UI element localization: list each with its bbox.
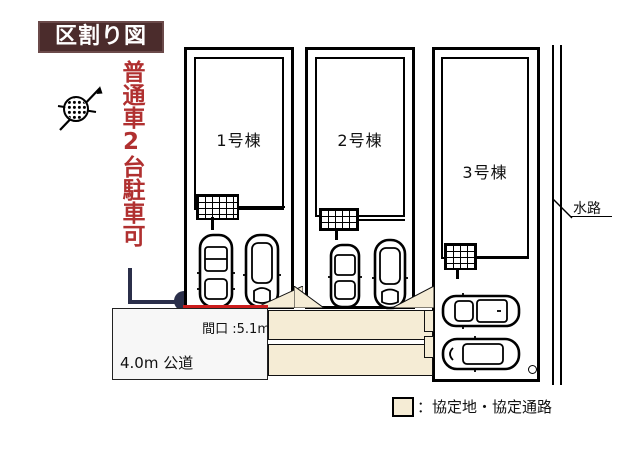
waterway-edge-left <box>552 45 554 385</box>
plot-2-terrace-stem <box>335 229 338 240</box>
waterway-label: 水路 <box>573 201 601 217</box>
parking-note-leader-vertical <box>128 268 132 304</box>
agreement-land-band-upper <box>268 310 433 340</box>
plot-1-terrace-grid <box>196 194 239 220</box>
plot-3-corner-marker <box>528 365 537 374</box>
waterway-label-underline <box>570 216 612 217</box>
plot-3-terrace-stem <box>456 268 459 279</box>
legend-swatch-agreement-land <box>392 396 414 417</box>
plot-1-house-footprint <box>194 57 284 210</box>
waterway-edge-right <box>560 45 562 385</box>
plot-1-car-left-icon <box>197 233 235 314</box>
plot-3-terrace-grid <box>444 243 477 270</box>
agreement-wedge-2 <box>293 285 326 313</box>
legend: ：協定地・協定通路 <box>392 396 552 417</box>
page-title-label: 区割り図 <box>54 24 147 49</box>
parking-note-leader-horizontal <box>128 300 184 304</box>
legend-label: ：協定地・協定通路 <box>417 398 553 416</box>
waterway-leader-line <box>551 197 574 225</box>
plot-3-car-top-icon <box>441 293 521 334</box>
frontage-measure-line <box>183 305 268 309</box>
plot-3-car-bottom-icon <box>441 336 521 377</box>
parking-note-vertical-text: 普通車2台駐車可 <box>118 60 144 247</box>
frontage-label: 間口 :5.1m <box>202 322 270 337</box>
plot-2-terrace-arm <box>359 219 405 221</box>
agreement-path-stub-lower <box>424 336 434 358</box>
plot-3-label: 3号棟 <box>462 163 508 182</box>
plot-1-label: 1号棟 <box>216 131 262 150</box>
plot-2-terrace-grid <box>319 208 359 231</box>
road-width-label: 4.0m 公道 <box>120 354 194 372</box>
plot-3-house-footprint <box>441 57 529 259</box>
plot-2-car-right-icon <box>372 238 408 315</box>
plot-1-terrace-arm <box>239 206 285 208</box>
plot-2-car-left-icon <box>328 243 362 314</box>
agreement-wedge-3 <box>391 285 435 313</box>
agreement-land-band-lower <box>268 344 433 376</box>
plot-2-house-footprint <box>315 57 405 217</box>
public-road-area <box>112 308 268 380</box>
page-title: 区割り図 <box>38 21 164 53</box>
plot-3-terrace-arm <box>477 256 529 258</box>
plot-1-terrace-stem <box>211 217 214 230</box>
plot-2-label: 2号棟 <box>337 131 383 150</box>
north-arrow-compass-icon <box>52 80 108 138</box>
agreement-path-stub-upper <box>424 310 434 332</box>
